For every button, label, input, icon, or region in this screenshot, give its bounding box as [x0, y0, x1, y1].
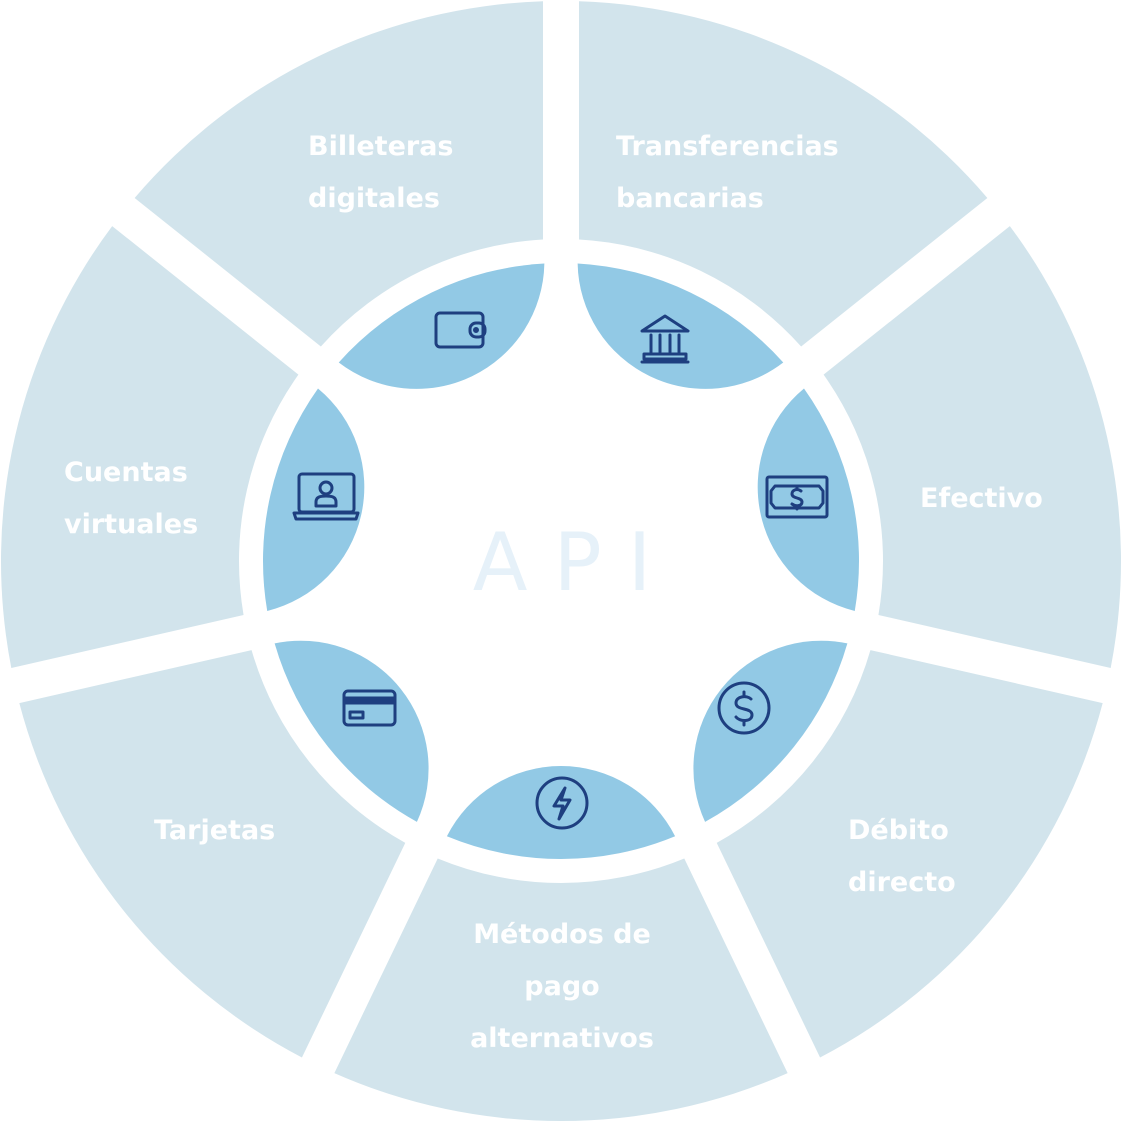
segment-tarjetas: Tarjetas	[154, 815, 275, 846]
segment-metodos-alternativos: Métodos de pago alternativos	[470, 919, 654, 1054]
outer-segment	[579, 1, 988, 347]
outer-segment	[823, 226, 1121, 668]
segment-billeteras: Billeteras digitales	[308, 131, 453, 214]
segment-label: pago	[524, 971, 599, 1002]
outer-segment	[19, 650, 406, 1058]
segment-label: alternativos	[470, 1023, 654, 1054]
inner-petal	[757, 388, 859, 611]
segment-label: bancarias	[616, 183, 764, 214]
outer-segment	[716, 650, 1103, 1058]
banknote-icon	[765, 475, 829, 519]
inner-petal	[338, 263, 545, 389]
segment-cuentas-virtuales: Cuentas virtuales	[64, 457, 198, 540]
segment-label: Efectivo	[920, 483, 1043, 514]
inner-ring	[263, 263, 859, 859]
segment-label: Métodos de	[473, 919, 651, 950]
segment-label: Débito	[848, 815, 949, 846]
segment-debito: Débito directo	[848, 815, 956, 898]
segment-label: directo	[848, 867, 956, 898]
credit-card-icon	[342, 689, 397, 727]
segment-efectivo: Efectivo	[920, 483, 1043, 514]
segment-label: Tarjetas	[154, 815, 275, 846]
lightning-circle-icon	[535, 776, 589, 830]
outer-segment	[334, 858, 788, 1122]
bank-icon	[640, 314, 690, 364]
segment-label: Cuentas	[64, 457, 188, 488]
segment-transferencias: Transferencias bancarias	[616, 131, 839, 214]
segment-label: Transferencias	[616, 131, 839, 162]
dollar-circle-icon	[717, 681, 771, 735]
center-api-label: API	[473, 516, 678, 609]
outer-segment	[0, 226, 299, 668]
segment-label: Billeteras	[308, 131, 453, 162]
wallet-icon	[434, 311, 487, 349]
laptop-user-icon	[292, 472, 360, 521]
segment-label: virtuales	[64, 509, 198, 540]
inner-petal	[263, 388, 365, 611]
inner-petal	[274, 640, 429, 822]
segment-label: digitales	[308, 183, 440, 214]
outer-segment	[134, 1, 543, 347]
